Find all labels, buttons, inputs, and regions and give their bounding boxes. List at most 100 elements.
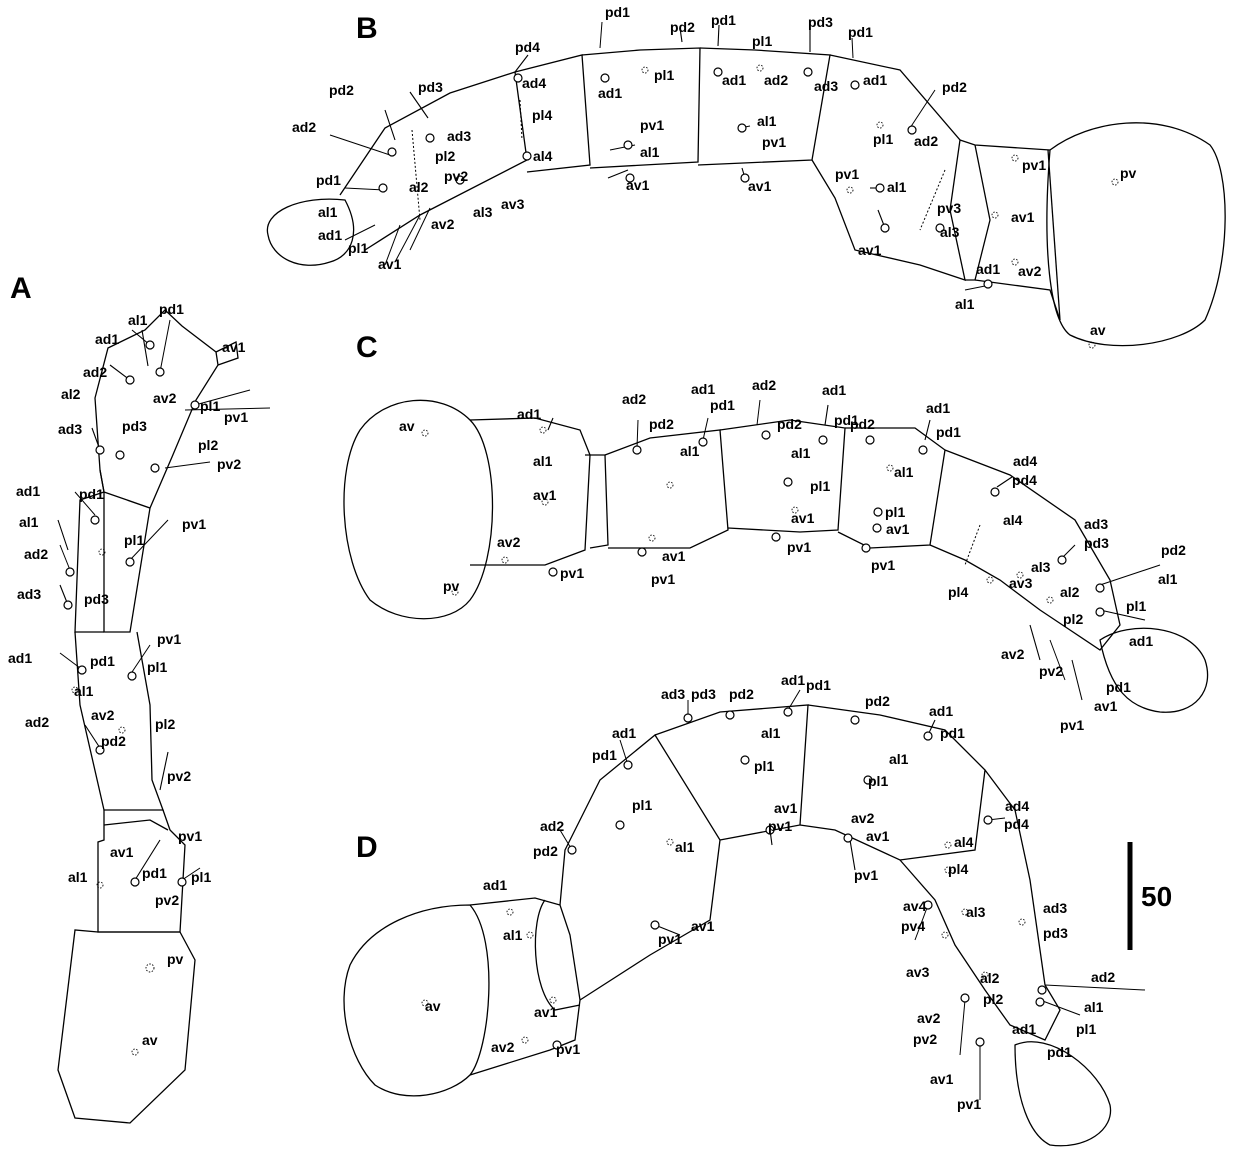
seta-label: ad1: [8, 650, 32, 666]
seta-label: pd1: [710, 397, 735, 413]
seta-label: pv1: [178, 828, 202, 844]
seta-label: ad3: [58, 421, 82, 437]
panel-a-seta-labels: ad1al1pd1av1ad2av2al2pl1pd3pv1ad3pl2pv2a…: [8, 301, 248, 1048]
seta-label: al1: [533, 453, 553, 469]
seta-label: av: [399, 418, 415, 434]
seta-label: pd1: [834, 412, 859, 428]
seta-label: ad1: [691, 381, 715, 397]
seta-label: av1: [1011, 209, 1035, 225]
seta-label: al2: [980, 970, 1000, 986]
seta-label: av3: [906, 964, 930, 980]
seta-label: al2: [409, 179, 429, 195]
seta-label: pd1: [159, 301, 184, 317]
seta-label: ad1: [722, 72, 746, 88]
seta-label: ad4: [1005, 798, 1029, 814]
seta-label: al1: [761, 725, 781, 741]
seta-label: pv2: [1039, 663, 1063, 679]
seta-label: pv2: [217, 456, 241, 472]
seta-label: al1: [955, 296, 975, 312]
seta-label: pl1: [1076, 1021, 1096, 1037]
seta-label: al1: [889, 751, 909, 767]
seta-label: ad3: [661, 686, 685, 702]
scale-bar: 50: [1127, 842, 1172, 950]
seta-label: pd2: [777, 416, 802, 432]
seta-label: pd3: [84, 591, 109, 607]
seta-label: pl1: [200, 398, 220, 414]
seta-label: ad1: [1129, 633, 1153, 649]
seta-label: al1: [791, 445, 811, 461]
seta-label: al1: [74, 683, 94, 699]
seta-label: ad1: [318, 227, 342, 243]
seta-label: av1: [866, 828, 890, 844]
seta-label: pd4: [1004, 816, 1029, 832]
seta-label: pl1: [147, 659, 167, 675]
seta-label: pv1: [182, 516, 206, 532]
seta-label: ad1: [95, 331, 119, 347]
seta-label: ad2: [24, 546, 48, 562]
seta-label: pl1: [632, 797, 652, 813]
seta-label: pd3: [122, 418, 147, 434]
seta-label: av1: [110, 844, 134, 860]
seta-label: ad1: [16, 483, 40, 499]
seta-label: pl1: [124, 532, 144, 548]
seta-label: av2: [1001, 646, 1025, 662]
seta-label: al4: [1003, 512, 1023, 528]
seta-label: pd1: [90, 653, 115, 669]
seta-label: pd1: [940, 725, 965, 741]
seta-label: pl1: [752, 33, 772, 49]
seta-label: av3: [501, 196, 525, 212]
seta-label: pl2: [1063, 611, 1083, 627]
seta-label: pv1: [1060, 717, 1084, 733]
seta-label: pv1: [560, 565, 584, 581]
seta-label: ad2: [752, 377, 776, 393]
seta-label: av2: [91, 707, 115, 723]
panel-b-leg: [266, 21, 1226, 349]
seta-label: av1: [534, 1004, 558, 1020]
seta-label: pl1: [754, 758, 774, 774]
seta-label: pd1: [806, 677, 831, 693]
seta-label: al2: [1060, 584, 1080, 600]
seta-label: al3: [1031, 559, 1051, 575]
seta-label: pv2: [167, 768, 191, 784]
seta-label: pd2: [533, 843, 558, 859]
seta-label: ad1: [781, 672, 805, 688]
seta-label: pv: [443, 578, 460, 594]
seta-label: pl1: [810, 478, 830, 494]
seta-label: av1: [533, 487, 557, 503]
seta-label: pv1: [871, 557, 895, 573]
seta-label: al1: [1158, 571, 1178, 587]
seta-label: pd4: [1012, 472, 1037, 488]
seta-label: ad1: [822, 382, 846, 398]
seta-label: pd1: [79, 486, 104, 502]
panel-c-leg: [343, 399, 1209, 713]
scale-label: 50: [1141, 881, 1172, 912]
panel-letter-a: A: [10, 272, 32, 305]
seta-label: pd2: [1161, 542, 1186, 558]
seta-label: pd2: [101, 733, 126, 749]
seta-label: ad2: [1091, 969, 1115, 985]
seta-label: av1: [626, 177, 650, 193]
seta-label: al4: [533, 148, 553, 164]
seta-label: al1: [680, 443, 700, 459]
seta-label: pd4: [515, 39, 540, 55]
seta-label: ad1: [483, 877, 507, 893]
seta-label: ad1: [976, 261, 1000, 277]
seta-label: ad2: [540, 818, 564, 834]
seta-label: ad4: [522, 75, 546, 91]
seta-label: pd1: [316, 172, 341, 188]
seta-label: av1: [222, 339, 246, 355]
seta-label: pd1: [1047, 1044, 1072, 1060]
seta-label: ad1: [863, 72, 887, 88]
seta-label: al1: [887, 179, 907, 195]
panel-a-leg: [57, 309, 271, 1124]
seta-label: ad3: [447, 128, 471, 144]
seta-label: ad1: [929, 703, 953, 719]
seta-label: pv1: [768, 818, 792, 834]
seta-label: pl2: [198, 437, 218, 453]
seta-label: pl1: [1126, 598, 1146, 614]
panel-letter-b: B: [356, 12, 378, 45]
seta-label: al4: [954, 834, 974, 850]
